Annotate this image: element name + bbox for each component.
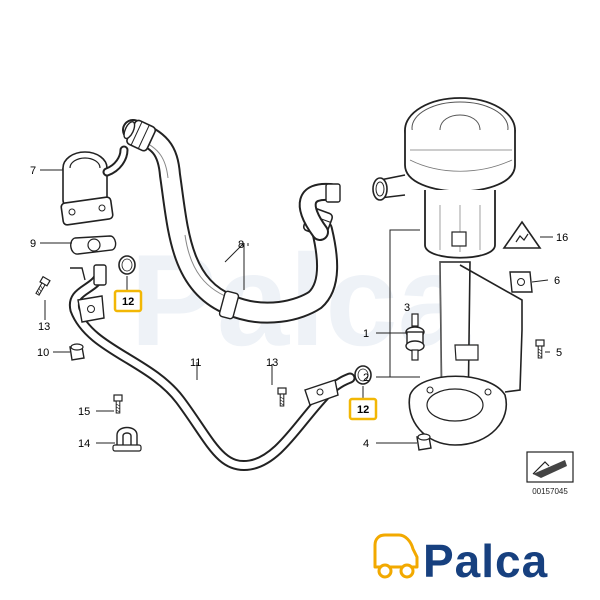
leader-lines xyxy=(40,169,553,444)
o-ring-part-12-left xyxy=(118,255,136,275)
highlight-box-12-right xyxy=(348,397,378,421)
secondary-air-pump xyxy=(372,97,516,259)
callout-12-left: 12 xyxy=(122,296,134,308)
callout-4: 4 xyxy=(363,438,369,450)
screw-part-5 xyxy=(535,339,545,359)
callout-15: 15 xyxy=(78,406,90,418)
callout-8: 7 xyxy=(30,165,36,177)
callout-6: 6 xyxy=(554,275,560,287)
callout-9: 9 xyxy=(30,238,36,250)
bolt-part-13-left xyxy=(33,276,51,297)
callout-2: 2 xyxy=(363,372,369,384)
nut-part-10 xyxy=(69,343,85,361)
warning-label-part-16 xyxy=(502,220,542,249)
callout-3: 3 xyxy=(404,302,410,314)
callout-13-left: 13 xyxy=(38,321,50,333)
nut-part-4 xyxy=(416,433,432,451)
callout-14: 14 xyxy=(78,438,90,450)
diagram-id-block: 00157045 xyxy=(526,451,574,496)
callout-5: 5 xyxy=(556,347,562,359)
metal-pipe-part-11 xyxy=(68,264,356,472)
callout-13-right: 13 xyxy=(266,357,278,369)
rubber-mount-part-3 xyxy=(405,313,425,361)
callout-12-right: 12 xyxy=(357,404,369,416)
o-ring-part-12-right xyxy=(354,365,372,385)
palca-logo: Palca xyxy=(373,533,548,587)
air-hose-part-7 xyxy=(122,119,341,324)
bracket-part-2 xyxy=(408,261,523,446)
highlight-box-12-left xyxy=(113,289,143,313)
logo-text: Palca xyxy=(423,535,548,587)
air-valve-part-8 xyxy=(60,145,129,226)
bolt-part-15 xyxy=(113,394,123,414)
callout-10: 10 xyxy=(37,347,49,359)
clip-part-14 xyxy=(112,426,142,452)
callout-16: 16 xyxy=(556,232,568,244)
bolt-part-13-right xyxy=(277,387,287,407)
callout-7: 8 xyxy=(238,239,244,251)
diagram-number: 00157045 xyxy=(532,487,568,496)
gasket-part-9 xyxy=(70,235,117,255)
truck-icon xyxy=(373,533,419,579)
callout-11: 11 xyxy=(190,357,201,369)
clip-nut-part-6 xyxy=(509,271,533,293)
callout-1: 1 xyxy=(363,328,369,340)
